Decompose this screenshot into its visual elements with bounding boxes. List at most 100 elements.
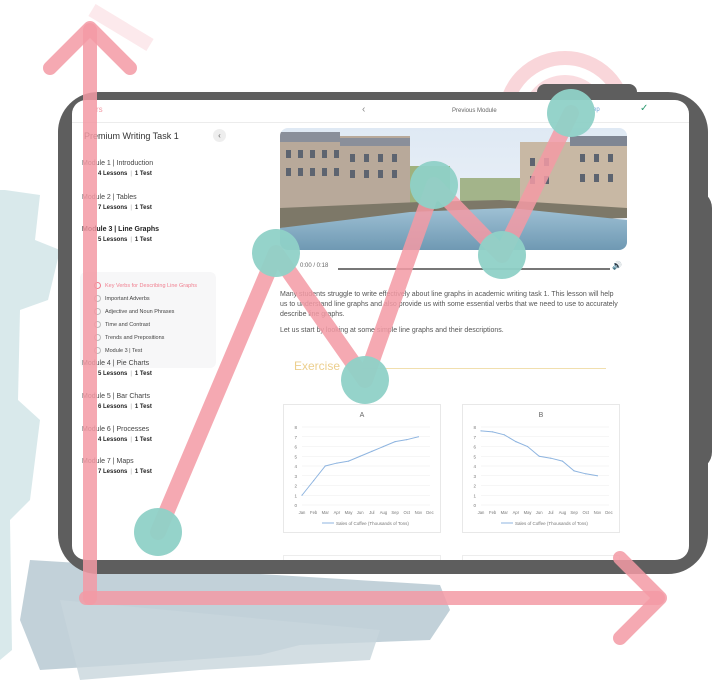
data-point <box>503 434 505 436</box>
module-test-count: 1 Test <box>134 237 152 243</box>
lesson-label: Important Adverbs <box>105 295 150 302</box>
circle-icon <box>94 321 101 328</box>
x-tick-label: Apr <box>513 510 520 515</box>
next-step-button[interactable]: ep <box>593 107 600 113</box>
y-tick-label: 4 <box>473 464 476 469</box>
sidebar-module-7[interactable]: Module 7 | Maps 7 Lessons|1 Test <box>82 458 152 475</box>
module-test-count: 1 Test <box>134 171 152 177</box>
x-tick-label: Mar <box>322 510 330 515</box>
x-tick-label: Jun <box>536 510 543 515</box>
x-tick-label: Apr <box>334 510 341 515</box>
circle-icon <box>94 308 101 315</box>
x-tick-label: Mar <box>501 510 509 515</box>
chart-title: B <box>539 412 544 419</box>
x-tick-label: Sep <box>391 510 399 515</box>
data-point <box>515 441 517 443</box>
module-lesson-count: 7 Lessons <box>98 469 128 475</box>
x-tick-label: May <box>345 510 354 515</box>
sidebar-module-2[interactable]: Module 2 | Tables 7 Lessons|1 Test <box>82 194 152 211</box>
x-tick-label: Oct <box>403 510 410 515</box>
previous-module-button[interactable]: Previous Module <box>452 108 497 114</box>
y-tick-label: 5 <box>294 454 297 459</box>
data-point <box>417 436 419 438</box>
module-lesson-count: 4 Lessons <box>98 437 128 443</box>
exercise-divider <box>362 368 606 369</box>
check-icon[interactable]: ✓ <box>640 103 649 114</box>
module-name: Module 7 | Maps <box>82 458 134 465</box>
module-test-count: 1 Test <box>134 404 152 410</box>
module-name: Module 6 | Processes <box>82 426 150 433</box>
x-tick-label: Jun <box>357 510 364 515</box>
sidebar-module-5[interactable]: Module 5 | Bar Charts 6 Lessons|1 Test <box>82 393 152 410</box>
sidebar-module-1[interactable]: Module 1 | Introduction 4 Lessons|1 Test <box>82 160 154 177</box>
lesson-item[interactable]: Key Verbs for Describing Line Graphs <box>94 282 197 289</box>
audio-player[interactable]: 0:00 / 0:18 🔊 <box>280 261 627 274</box>
series-line <box>480 430 598 477</box>
lesson-label: Adjective and Noun Phrases <box>105 308 175 315</box>
y-tick-label: 3 <box>473 474 476 479</box>
x-tick-label: Feb <box>489 510 497 515</box>
module-test-count: 1 Test <box>134 205 152 211</box>
sidebar-module-4[interactable]: Module 4 | Pie Charts 5 Lessons|1 Test <box>82 360 152 377</box>
y-tick-label: 8 <box>473 425 476 430</box>
lesson-hero-image <box>280 128 627 250</box>
y-tick-label: 3 <box>294 474 297 479</box>
module-name: Module 4 | Pie Charts <box>82 360 150 367</box>
data-point <box>394 441 396 443</box>
y-tick-label: 1 <box>294 493 297 498</box>
exercise-heading: Exercise <box>294 359 341 373</box>
data-point <box>585 473 587 475</box>
data-point <box>371 450 373 452</box>
top-nav-bar: rs ‹ Previous Module ep ✓ <box>72 100 689 123</box>
data-point <box>492 431 494 433</box>
lesson-item[interactable]: Trends and Prepositions <box>94 334 164 341</box>
module-name: Module 1 | Introduction <box>82 160 154 167</box>
y-tick-label: 5 <box>473 454 476 459</box>
audio-progress-track[interactable] <box>338 268 610 270</box>
lesson-label: Key Verbs for Describing Line Graphs <box>105 282 198 289</box>
data-point <box>406 439 408 441</box>
data-point <box>526 445 529 448</box>
y-tick-label: 0 <box>473 503 476 508</box>
tablet-screen: rs ‹ Previous Module ep ✓ Premium Writin… <box>72 100 689 560</box>
volume-icon[interactable]: 🔊 <box>612 261 622 270</box>
lesson-item[interactable]: Module 3 | Test <box>94 347 142 354</box>
lesson-item[interactable]: Time and Contrast <box>94 321 150 328</box>
data-point <box>336 462 338 464</box>
data-point <box>561 460 564 462</box>
circle-icon <box>94 282 101 289</box>
sidebar-module-6[interactable]: Module 6 | Processes 4 Lessons|1 Test <box>82 426 152 443</box>
x-tick-label: Aug <box>559 510 567 515</box>
module-lesson-count: 7 Lessons <box>98 205 128 211</box>
data-point <box>538 455 540 457</box>
lesson-label: Time and Contrast <box>105 321 151 328</box>
y-tick-label: 7 <box>473 435 476 440</box>
lesson-item[interactable]: Important Adverbs <box>94 295 150 302</box>
module-name: Module 3 | Line Graphs <box>82 226 160 233</box>
course-title: Premium Writing Task 1 <box>84 131 179 141</box>
data-point <box>313 480 315 482</box>
x-tick-label: Sep <box>570 510 578 515</box>
data-point <box>359 455 361 457</box>
data-point <box>382 445 385 448</box>
lesson-label: Trends and Prepositions <box>105 334 165 341</box>
lesson-label: Module 3 | Test <box>105 347 143 354</box>
lesson-instruction-paragraph: Let us start by looking at some simple l… <box>280 327 504 334</box>
lesson-intro-paragraph: Many students struggle to write effectiv… <box>280 291 618 318</box>
chart-card-c <box>283 555 441 560</box>
collapse-sidebar-button[interactable]: ‹ <box>213 129 226 142</box>
y-tick-label: 2 <box>294 484 297 489</box>
y-tick-label: 7 <box>294 435 297 440</box>
module-test-count: 1 Test <box>134 371 152 377</box>
lesson-item[interactable]: Adjective and Noun Phrases <box>94 308 174 315</box>
sidebar-module-3[interactable]: Module 3 | Line Graphs 5 Lessons|1 Test <box>82 226 160 243</box>
x-tick-label: May <box>524 510 533 515</box>
chevron-left-icon[interactable]: ‹ <box>362 104 366 115</box>
module-name: Module 5 | Bar Charts <box>82 393 150 400</box>
course-sidebar: Premium Writing Task 1 ‹ Module 1 | Intr… <box>72 122 232 560</box>
logo: rs <box>96 105 103 114</box>
x-tick-label: Jul <box>369 510 374 515</box>
